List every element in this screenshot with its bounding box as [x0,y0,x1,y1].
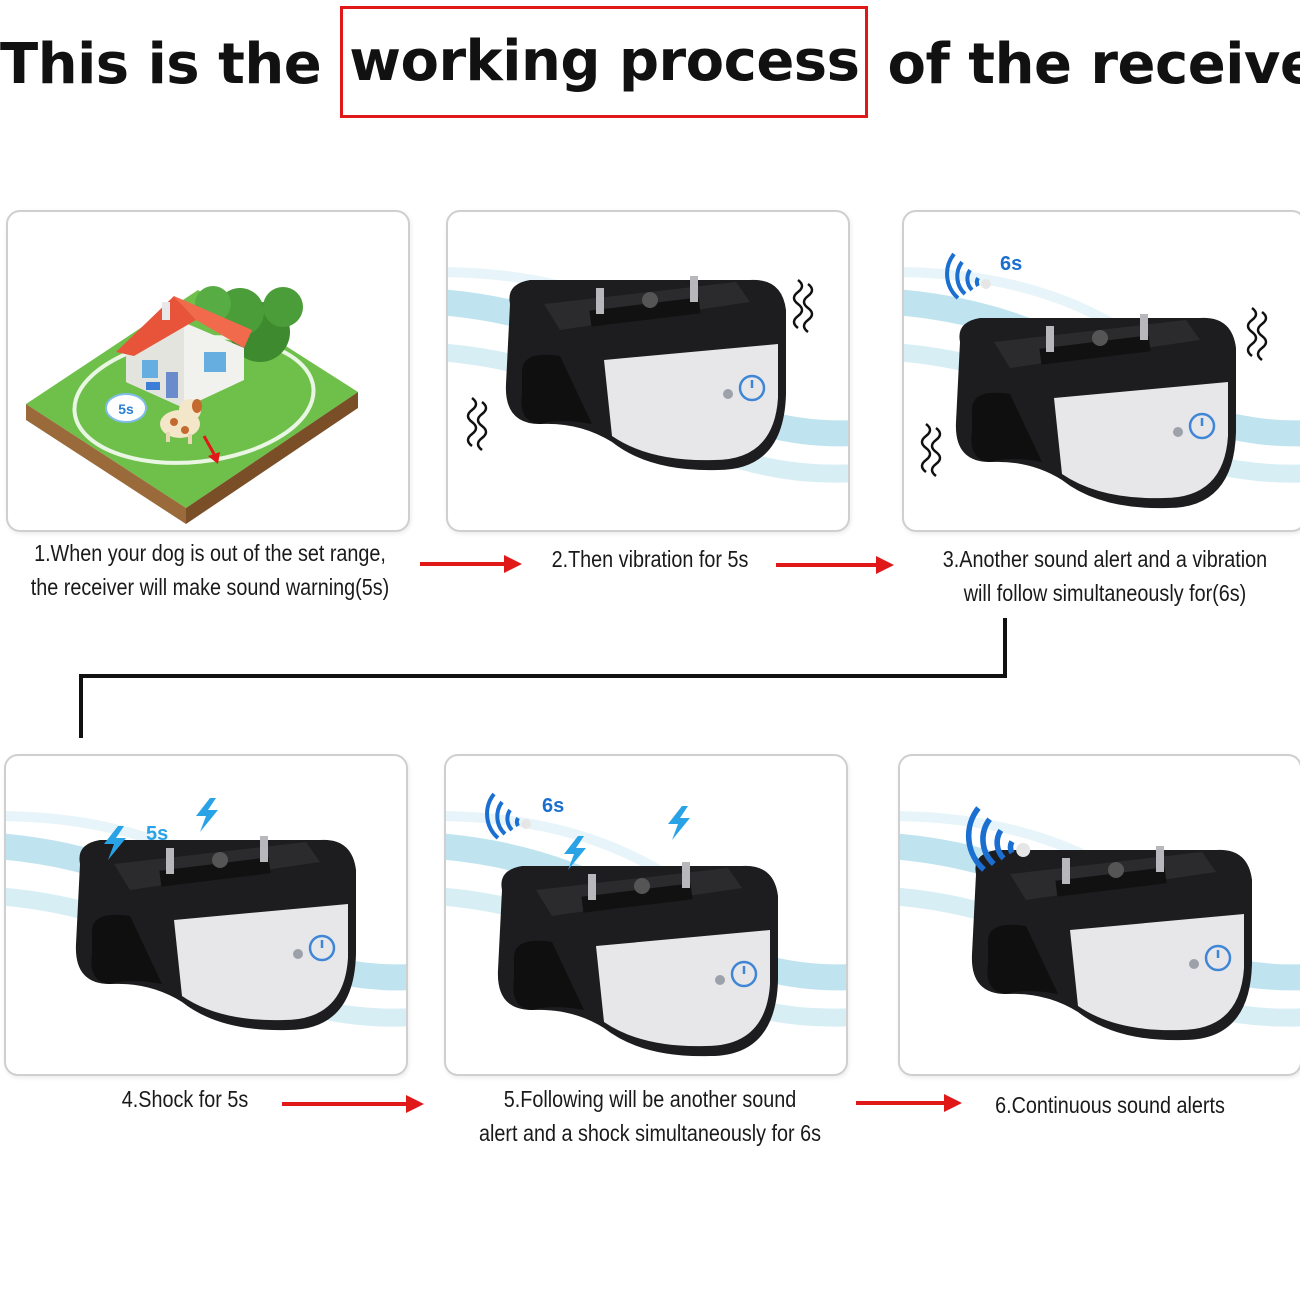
step-6-panel [898,754,1300,1076]
receiver-shock-illustration: 5s [6,798,406,1032]
vibration-icon [920,422,942,478]
flow-connector [79,618,1007,738]
step-2-panel [446,210,850,532]
lightning-bolt-icon [196,798,218,832]
vibration-icon [792,278,814,334]
title-after: of the receiver [887,32,1300,98]
step-1-panel: 5s [6,210,410,532]
step-3-caption: 3.Another sound alert and a vibration wi… [942,546,1268,606]
receiver-sound-shock-illustration: 6s [446,792,846,1058]
arrow-right-icon [282,1095,424,1113]
step-6-caption: 6.Continuous sound alerts [995,1092,1225,1118]
receiver-vibrating-illustration [448,212,848,530]
step-1-caption: 1.When your dog is out of the set range,… [30,540,390,600]
receiver-sound-illustration [900,756,1300,1042]
step-3-panel: 6s [902,210,1300,532]
step-4-badge: 5s [146,823,168,845]
step-4-panel: 5s [4,754,408,1076]
title-highlight: working process [340,6,869,118]
step-5-caption: 5.Following will be another sound alert … [479,1086,821,1146]
receiver-sound-vibration-illustration: 6s [904,252,1300,510]
step-3-badge: 6s [1000,253,1022,275]
title-before: This is the [0,32,322,98]
vibration-icon [466,396,488,452]
page-title: This is the working process of the recei… [0,6,1300,118]
step-2-caption: 2.Then vibration for 5s [551,546,749,572]
step-5-panel: 6s [444,754,848,1076]
arrow-right-icon [776,556,894,574]
step-1-badge: 5s [118,401,134,417]
lightning-bolt-icon [668,806,690,840]
step-5-badge: 6s [542,795,564,817]
arrow-right-icon [420,555,522,573]
house-lawn-illustration: 5s [26,286,358,524]
dog-icon [160,399,202,444]
vibration-icon [1246,306,1268,362]
step-4-caption: 4.Shock for 5s [121,1086,249,1112]
arrow-right-icon [856,1094,962,1112]
